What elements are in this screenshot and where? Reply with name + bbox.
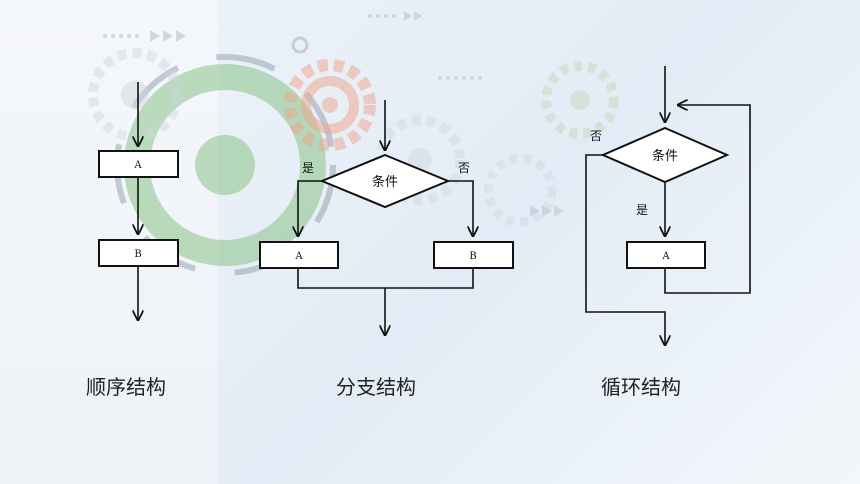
loop-box-a-label: A — [661, 251, 670, 262]
loop-caption: 循环结构 — [601, 375, 681, 399]
loop-back-arrow — [664, 105, 751, 294]
branch-caption: 分支结构 — [336, 375, 416, 399]
loop-condition-label: 条件 — [652, 148, 678, 164]
loop-no-exit-arrow — [585, 154, 665, 345]
dotted-arrow-decoration — [103, 11, 564, 217]
branch-condition-diamond — [319, 153, 451, 209]
branch-box-a-label: A — [294, 251, 303, 262]
branch-merge-line — [297, 268, 474, 289]
branch-structure: 条件 是 否 A B 分支结构 — [259, 100, 514, 399]
branch-no-label: 否 — [458, 161, 470, 175]
branch-box-a — [259, 241, 339, 269]
sequence-box-b-label: B — [134, 249, 141, 260]
branch-no-arrow — [448, 180, 473, 236]
branch-box-b-label: B — [469, 251, 476, 262]
branch-yes-arrow — [298, 180, 322, 236]
branch-condition-label: 条件 — [372, 174, 398, 190]
branch-yes-label: 是 — [302, 161, 314, 175]
sequence-box-a-label: A — [133, 160, 142, 171]
loop-structure: 条件 是 A 否 循环结构 — [585, 66, 751, 399]
loop-box-a — [626, 241, 706, 269]
sequence-caption: 顺序结构 — [86, 375, 166, 399]
sequence-box-a — [98, 150, 179, 178]
loop-no-label: 否 — [590, 129, 602, 143]
loop-yes-label: 是 — [636, 203, 648, 217]
sequence-structure: A B 顺序结构 — [86, 82, 179, 399]
orange-gear-icon — [284, 59, 376, 151]
